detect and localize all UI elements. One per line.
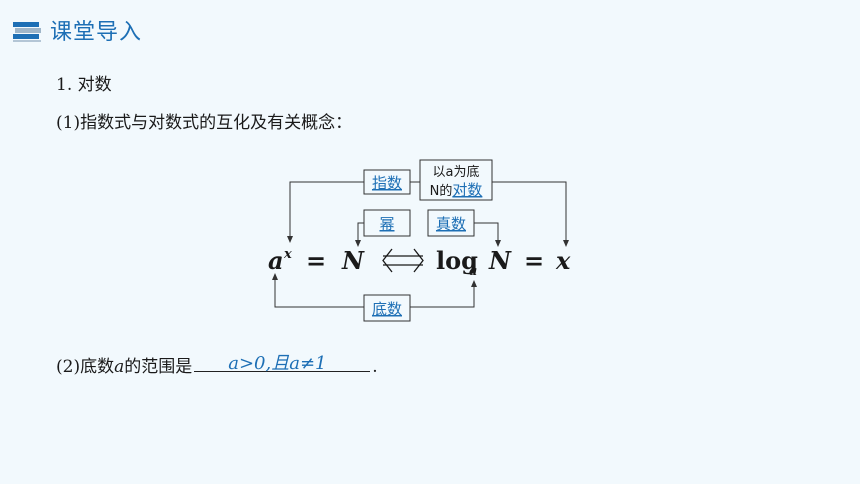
page-title: 课堂导入 [50,20,143,45]
section-subheading: (1)指数式与对数式的互化及有关概念： [56,113,353,133]
box-power-frame [363,209,411,237]
base-connector-left [272,273,364,308]
formula-N-2: N [488,246,512,275]
section-heading: 1. 对数 [56,75,112,95]
formula-log-subscript: a [469,264,477,279]
iff-arrow-icon [382,248,424,273]
formula-log: log [436,246,478,275]
book-stack-icon [13,22,41,42]
answer-blank: a>0,且a≠1 [194,353,371,374]
box-log-line2-prefix: N的 [430,183,453,199]
formula-x: x [555,246,571,275]
power-connector [355,222,364,247]
box-base-label: 底数 [372,300,402,318]
box-base-frame [363,294,411,322]
true-number-connector [474,222,501,247]
box-log-line1: 以a为底 [433,164,480,180]
log-connector-right [492,181,569,247]
box-true-number-frame [427,209,475,237]
question-suffix: 的范围是 [124,357,193,377]
answer-period: . [372,357,378,377]
box-true-number-label: 真数 [436,215,466,233]
question-var: a [114,357,125,377]
formula-a: a [268,246,284,275]
answer-text: a>0,且a≠1 [228,353,327,374]
formula-equals-2: = [524,246,544,275]
box-log-line2: N的对数 [430,181,483,199]
exponent-connector-left [287,181,364,243]
formula-x-superscript: x [283,247,292,262]
box-log-line2-link: 对数 [452,181,482,199]
question-prefix: (2)底数 [56,357,115,377]
box-exponent-label: 指数 [372,174,402,192]
question-line: (2)底数a的范围是 a>0,且a≠1. [56,352,378,377]
base-connector-right [410,280,477,308]
box-power-label: 幂 [379,215,394,233]
box-exponent-frame [363,169,411,195]
formula-equals-1: = [306,246,326,275]
formula-N-1: N [341,246,365,275]
box-log-frame [419,159,493,201]
